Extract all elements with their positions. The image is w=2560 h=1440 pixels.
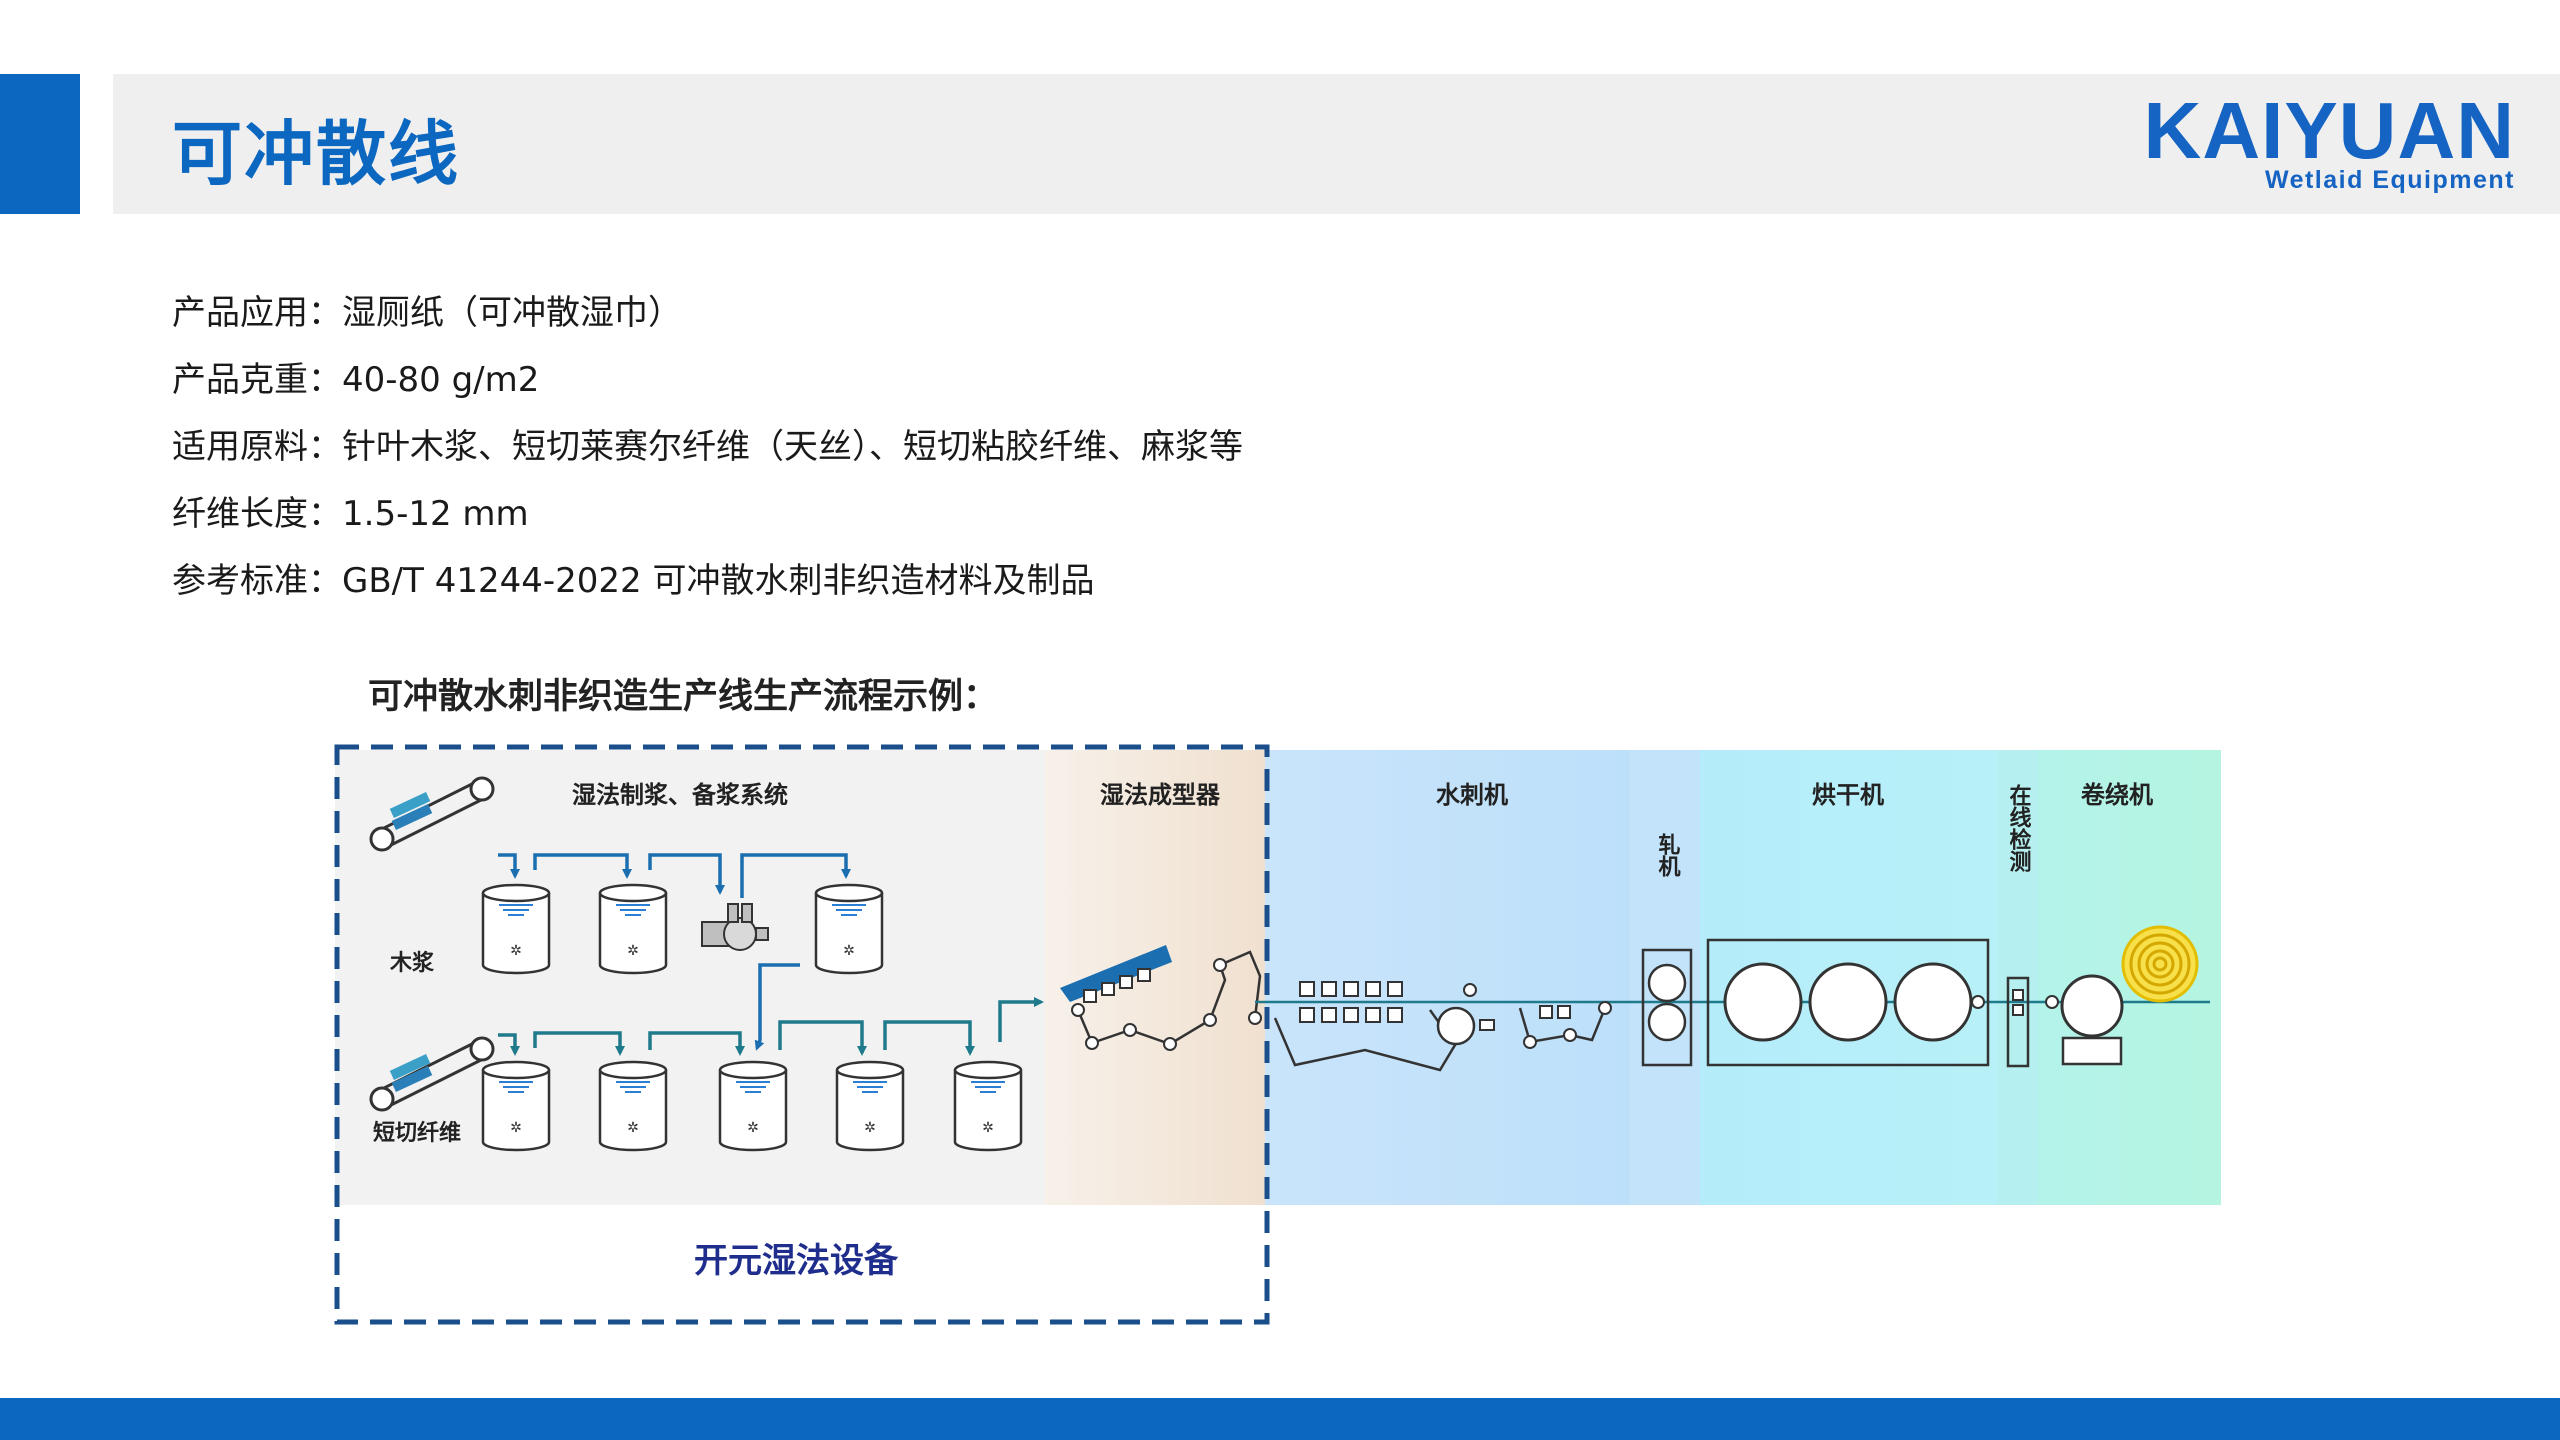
section-label-pulping: 湿法制浆、备浆系统 <box>572 781 788 809</box>
section-label-calender: 轧机 <box>1655 832 1681 878</box>
diagram-caption: 可冲散水刺非织造生产线生产流程示例： <box>368 677 999 717</box>
section-bg-pulping <box>335 750 1045 1205</box>
header-band <box>113 74 2560 214</box>
hydroentangling-unit-icon <box>1273 981 1612 1072</box>
inspection-icon <box>2006 976 2030 1068</box>
info-weight: 产品克重：40-80 g/m2 <box>172 360 540 400</box>
section-bg-former <box>1045 750 1265 1205</box>
refiner-icon <box>701 903 769 951</box>
header-accent-bar <box>0 74 80 214</box>
calender-icon <box>1641 948 1693 1067</box>
roll-spiral-icon <box>2121 925 2199 1003</box>
info-fiber-length: 纤维长度：1.5-12 mm <box>172 494 529 534</box>
kaiyuan-equipment-label: 开元湿法设备 <box>694 1241 899 1281</box>
section-label-inspection: 在线检测 <box>2006 783 2032 872</box>
flow-arrows-top <box>498 853 851 1051</box>
kaiyuan-equipment-boundary <box>334 744 1270 1325</box>
section-label-former: 湿法成型器 <box>1100 781 1221 809</box>
process-flow-diagram: ✲ 湿法制浆、备浆系统 湿法成型器 水刺机 烘干机 卷绕机 轧机 在线检测 木浆… <box>334 744 2221 1325</box>
input-label-fiber: 短切纤维 <box>373 1120 461 1146</box>
fiber-tank-2 <box>598 1060 668 1152</box>
pulp-conveyor-icon <box>369 776 495 852</box>
pulp-tank-1 <box>481 883 551 975</box>
wetlaid-former-icon <box>1060 945 1262 1051</box>
dryer-icon <box>1706 938 1990 1067</box>
page-title: 可冲散线 <box>172 113 460 195</box>
section-label-hydroentangling: 水刺机 <box>1436 781 1508 809</box>
pulp-tank-2 <box>598 883 668 975</box>
fiber-tank-4 <box>835 1060 905 1152</box>
kaiyuan-logo: KAIYUAN Wetlaid Equipment <box>2144 88 2515 194</box>
info-application: 产品应用：湿厕纸（可冲散湿巾） <box>172 293 682 333</box>
fiber-tank-5 <box>953 1060 1023 1152</box>
footer-bar <box>0 1398 2560 1440</box>
info-materials: 适用原料：针叶木浆、短切莱赛尔纤维（天丝）、短切粘胶纤维、麻浆等 <box>172 427 1243 467</box>
flow-arrows-bottom <box>498 997 1044 1056</box>
info-standard: 参考标准：GB/T 41244-2022 可冲散水刺非织造材料及制品 <box>172 561 1095 601</box>
logo-wordmark: KAIYUAN <box>2144 88 2515 175</box>
winder-icon <box>2045 974 2124 1066</box>
section-label-dryer: 烘干机 <box>1812 781 1884 809</box>
fiber-tank-1 <box>481 1060 551 1152</box>
fiber-conveyor-icon <box>369 1036 495 1112</box>
fiber-tank-3 <box>718 1060 788 1152</box>
pulp-tank-3 <box>814 883 884 975</box>
input-label-pulp: 木浆 <box>389 950 435 976</box>
section-label-winder: 卷绕机 <box>2081 781 2153 809</box>
logo-tagline: Wetlaid Equipment <box>2265 166 2515 194</box>
section-bg-hydroentangling <box>1265 750 1630 1205</box>
